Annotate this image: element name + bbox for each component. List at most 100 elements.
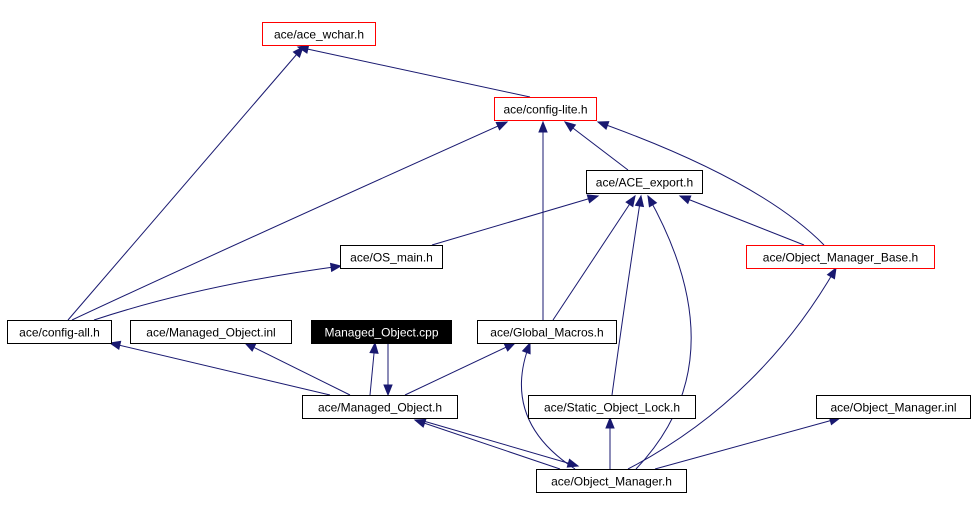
node-config-lite[interactable]: ace/config-lite.h bbox=[494, 97, 597, 121]
edge-object-manager-h-to-global-macros bbox=[520, 341, 576, 470]
edge-object-manager-h-to-object-manager-base-line bbox=[627, 267, 837, 470]
node-managed-object-h-box bbox=[302, 395, 458, 419]
edge-global-macros-to-ace-export-line bbox=[552, 195, 636, 321]
node-static-object-lock[interactable]: ace/Static_Object_Lock.h bbox=[528, 395, 696, 419]
edge-object-manager-h-to-object-manager-base bbox=[627, 266, 837, 470]
nodes-layer: ace/ace_wchar.h ace/config-lite.h ace/ACE_… bbox=[7, 22, 971, 493]
node-managed-object-h-label: ace/Managed_Object.h bbox=[318, 401, 442, 415]
edge-ace-export-to-config-lite-arrowhead bbox=[563, 121, 577, 133]
edge-object-manager-h-to-global-macros-arrowhead bbox=[521, 341, 531, 355]
node-managed-object-inl-box bbox=[130, 320, 292, 344]
node-object-manager-h-label: ace/Object_Manager.h bbox=[551, 475, 672, 489]
edge-config-all-to-ace-wchar-line bbox=[67, 46, 304, 321]
node-ace-wchar[interactable]: ace/ace_wchar.h bbox=[262, 22, 376, 46]
node-config-all-box bbox=[7, 320, 112, 344]
edge-managed-object-cpp-to-managed-object-h bbox=[383, 343, 393, 397]
edge-object-manager-h-to-ace-export-arrowhead bbox=[647, 194, 658, 208]
edge-static-object-lock-to-ace-export-arrowhead bbox=[634, 194, 645, 208]
edge-config-all-to-os-main-line bbox=[93, 265, 342, 321]
edge-object-manager-h-to-ace-export-line bbox=[635, 195, 692, 470]
edge-config-all-to-os-main-arrowhead bbox=[329, 262, 343, 273]
edge-config-all-to-config-lite-line bbox=[71, 121, 508, 321]
edge-os-main-to-ace-export-arrowhead bbox=[586, 194, 600, 204]
edge-managed-object-cpp-to-managed-object-h-arrowhead bbox=[383, 384, 393, 397]
node-ace-wchar-box bbox=[262, 22, 376, 46]
edge-managed-object-h-to-global-macros bbox=[404, 342, 517, 396]
edge-os-main-to-ace-export bbox=[431, 194, 600, 246]
node-object-manager-inl-box bbox=[816, 395, 971, 419]
edge-config-all-to-config-lite bbox=[71, 121, 509, 321]
node-object-manager-h[interactable]: ace/Object_Manager.h bbox=[536, 469, 687, 493]
edge-object-manager-h-to-managed-object-h bbox=[413, 418, 561, 470]
edge-managed-object-h-to-object-manager-h-arrowhead bbox=[566, 458, 580, 468]
node-object-manager-inl-label: ace/Object_Manager.inl bbox=[830, 401, 956, 415]
node-ace-wchar-label: ace/ace_wchar.h bbox=[274, 28, 364, 42]
edge-config-lite-to-ace-wchar-line bbox=[297, 46, 531, 98]
edge-object-manager-base-to-config-lite-arrowhead bbox=[596, 121, 610, 131]
node-config-lite-label: ace/config-lite.h bbox=[503, 103, 587, 117]
node-static-object-lock-box bbox=[528, 395, 696, 419]
node-os-main-label: ace/OS_main.h bbox=[350, 251, 433, 265]
edge-managed-object-h-to-config-all bbox=[108, 340, 331, 396]
edge-object-manager-base-to-ace-export-arrowhead bbox=[678, 195, 692, 205]
node-managed-object-cpp-box bbox=[311, 320, 452, 344]
node-config-lite-box bbox=[494, 97, 597, 121]
edge-object-manager-base-to-config-lite-line bbox=[597, 121, 825, 246]
edge-managed-object-h-to-config-all-arrowhead bbox=[108, 340, 122, 351]
edge-global-macros-to-ace-export bbox=[552, 194, 636, 321]
node-os-main-box bbox=[340, 245, 443, 269]
node-object-manager-h-box bbox=[536, 469, 687, 493]
edge-managed-object-h-to-managed-object-inl-line bbox=[244, 342, 351, 396]
edge-static-object-lock-to-ace-export bbox=[611, 194, 645, 396]
node-ace-export[interactable]: ace/ACE_export.h bbox=[586, 170, 703, 194]
node-managed-object-cpp[interactable]: Managed_Object.cpp bbox=[311, 320, 452, 344]
edge-managed-object-h-to-global-macros-arrowhead bbox=[503, 342, 517, 352]
edge-managed-object-h-to-managed-object-inl-arrowhead bbox=[243, 342, 257, 352]
edge-managed-object-h-to-config-all-line bbox=[109, 342, 331, 396]
node-config-all[interactable]: ace/config-all.h bbox=[7, 320, 112, 344]
node-object-manager-base-box bbox=[746, 245, 935, 269]
edge-static-object-lock-to-ace-export-line bbox=[611, 195, 642, 396]
node-ace-export-label: ace/ACE_export.h bbox=[596, 176, 693, 190]
edge-object-manager-h-to-global-macros-line bbox=[520, 342, 576, 470]
edge-managed-object-h-to-object-manager-h bbox=[419, 419, 580, 468]
edge-managed-object-h-to-managed-object-cpp bbox=[369, 341, 379, 396]
edges-layer bbox=[67, 44, 842, 470]
edge-managed-object-h-to-global-macros-line bbox=[404, 342, 516, 396]
edge-object-manager-h-to-object-manager-inl bbox=[654, 416, 842, 470]
edge-object-manager-base-to-ace-export bbox=[678, 195, 805, 246]
edge-managed-object-h-to-object-manager-h-line bbox=[419, 419, 579, 467]
node-global-macros-label: ace/Global_Macros.h bbox=[490, 326, 603, 340]
node-os-main[interactable]: ace/OS_main.h bbox=[340, 245, 443, 269]
node-managed-object-inl[interactable]: ace/Managed_Object.inl bbox=[130, 320, 292, 344]
edge-object-manager-h-to-ace-export bbox=[635, 194, 692, 470]
node-config-all-label: ace/config-all.h bbox=[19, 326, 100, 340]
edge-object-manager-h-to-static-object-lock bbox=[605, 416, 615, 469]
node-object-manager-base-label: ace/Object_Manager_Base.h bbox=[763, 251, 918, 265]
node-managed-object-inl-label: ace/Managed_Object.inl bbox=[146, 326, 275, 340]
edge-object-manager-base-to-ace-export-line bbox=[679, 195, 805, 246]
edge-config-all-to-os-main bbox=[93, 262, 343, 321]
edge-ace-export-to-config-lite-line bbox=[564, 121, 629, 171]
edge-managed-object-h-to-managed-object-cpp-arrowhead bbox=[369, 341, 379, 354]
edge-config-all-to-config-lite-arrowhead bbox=[495, 121, 509, 131]
edge-config-all-to-ace-wchar-arrowhead bbox=[292, 45, 304, 59]
edge-object-manager-h-to-object-manager-inl-line bbox=[654, 417, 841, 470]
node-static-object-lock-label: ace/Static_Object_Lock.h bbox=[544, 401, 680, 415]
edge-config-lite-to-ace-wchar bbox=[296, 44, 531, 98]
edge-global-macros-to-config-lite-arrowhead bbox=[538, 120, 548, 133]
node-object-manager-base[interactable]: ace/Object_Manager_Base.h bbox=[746, 245, 935, 269]
edge-global-macros-to-ace-export-arrowhead bbox=[625, 194, 636, 208]
edge-object-manager-h-to-static-object-lock-arrowhead bbox=[605, 416, 615, 429]
node-object-manager-inl[interactable]: ace/Object_Manager.inl bbox=[816, 395, 971, 419]
node-global-macros[interactable]: ace/Global_Macros.h bbox=[477, 320, 617, 344]
edge-os-main-to-ace-export-line bbox=[431, 195, 599, 246]
node-ace-export-box bbox=[586, 170, 703, 194]
node-managed-object-cpp-label: Managed_Object.cpp bbox=[324, 326, 438, 340]
edge-global-macros-to-config-lite bbox=[538, 120, 548, 320]
edge-config-all-to-ace-wchar bbox=[67, 45, 304, 321]
edge-ace-export-to-config-lite bbox=[563, 121, 629, 171]
node-managed-object-h[interactable]: ace/Managed_Object.h bbox=[302, 395, 458, 419]
node-global-macros-box bbox=[477, 320, 617, 344]
